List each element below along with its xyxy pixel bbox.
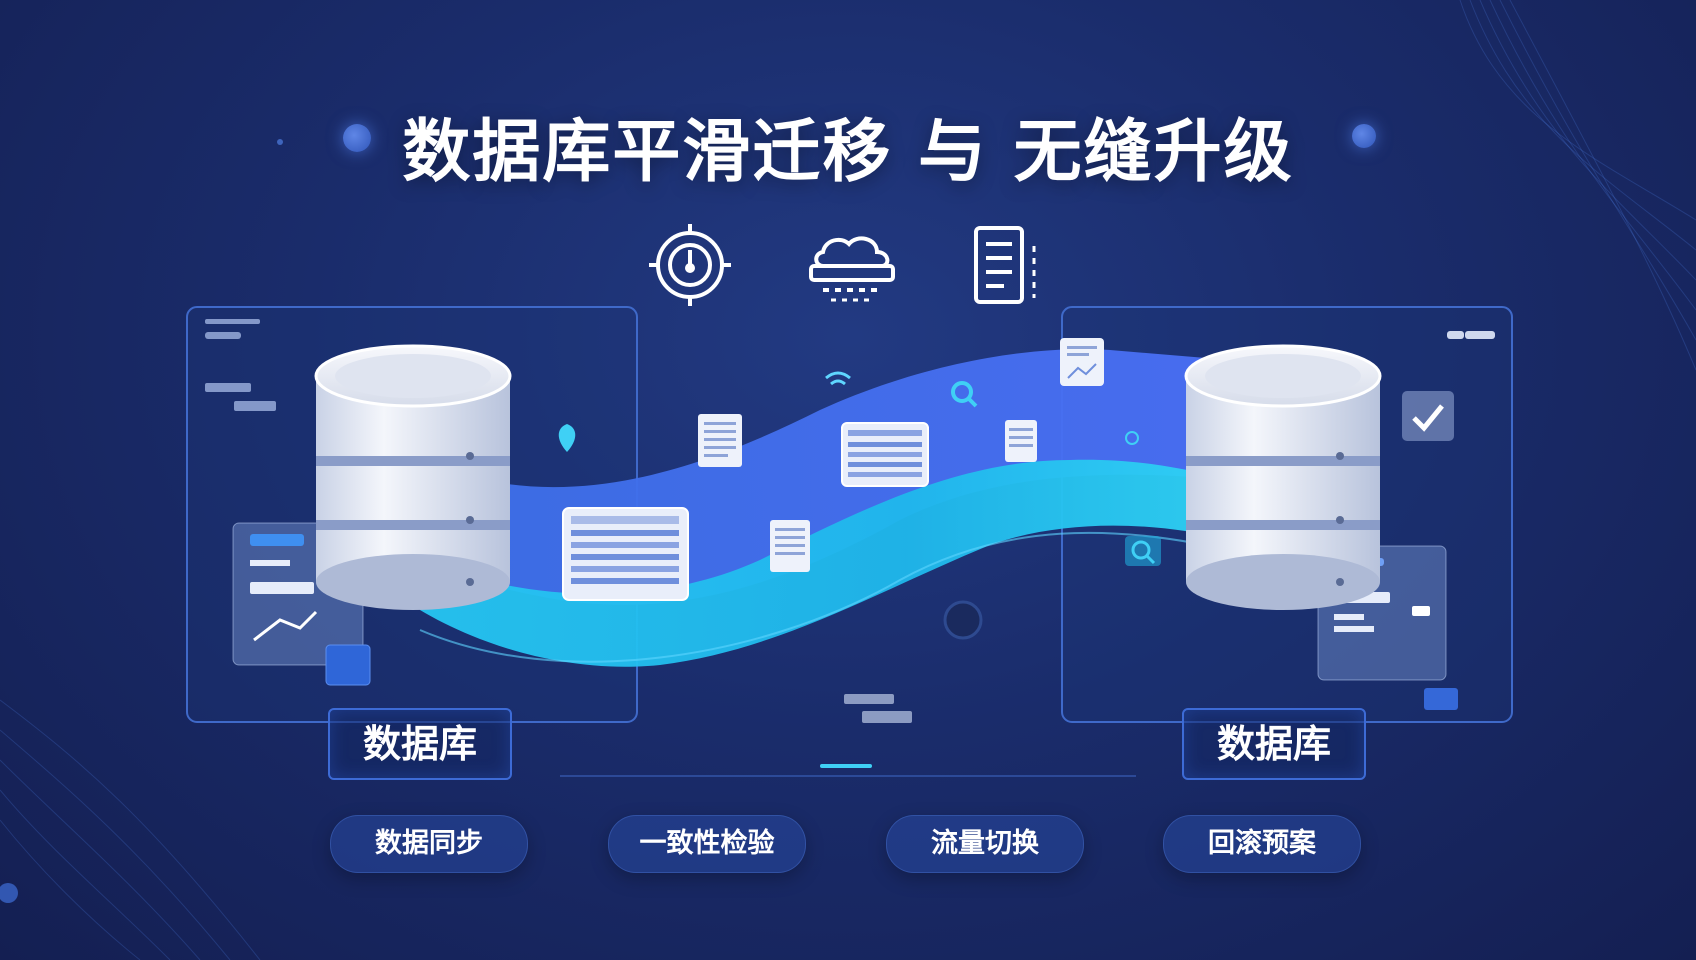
document-list-icon — [974, 226, 1036, 304]
baseline-highlight — [820, 764, 872, 768]
target-db-label: 数据库 — [1182, 708, 1366, 780]
search-icon-small — [1125, 536, 1161, 566]
target-panel-deco-lines — [1447, 331, 1495, 339]
step-consistency-check: 一致性检验 — [608, 815, 806, 873]
floating-chart-card — [1060, 338, 1104, 386]
cloud-server-icon — [809, 236, 895, 302]
dark-orb — [943, 600, 983, 640]
location-pin-icon — [558, 424, 576, 452]
data-stream-cyan — [420, 459, 1230, 667]
source-panel-deco-lines — [205, 319, 276, 411]
stream-light-trail — [419, 531, 1251, 663]
title-left-dot — [343, 124, 371, 152]
search-icon — [951, 381, 978, 408]
wifi-icon — [825, 371, 851, 386]
target-database-icon — [1184, 344, 1382, 610]
floating-table-card-large — [562, 507, 689, 601]
center-deco-bars — [844, 694, 912, 723]
floating-doc-card-3 — [1005, 420, 1037, 462]
step-data-sync: 数据同步 — [330, 815, 528, 873]
source-db-label: 数据库 — [328, 708, 512, 780]
title-right-dot — [1352, 124, 1376, 148]
floating-table-card-mid — [841, 422, 929, 487]
source-database-icon — [314, 344, 512, 610]
step-traffic-switch: 流量切换 — [886, 815, 1084, 873]
check-card — [1402, 391, 1454, 441]
stream-node-icon — [1125, 431, 1139, 445]
step-rollback-plan: 回滚预案 — [1163, 815, 1361, 873]
page-title: 数据库平滑迁移 与 无缝升级 — [402, 113, 1294, 192]
floating-doc-card-1 — [698, 414, 742, 467]
gauge-target-icon — [649, 224, 731, 306]
floating-doc-card-2 — [770, 520, 810, 572]
